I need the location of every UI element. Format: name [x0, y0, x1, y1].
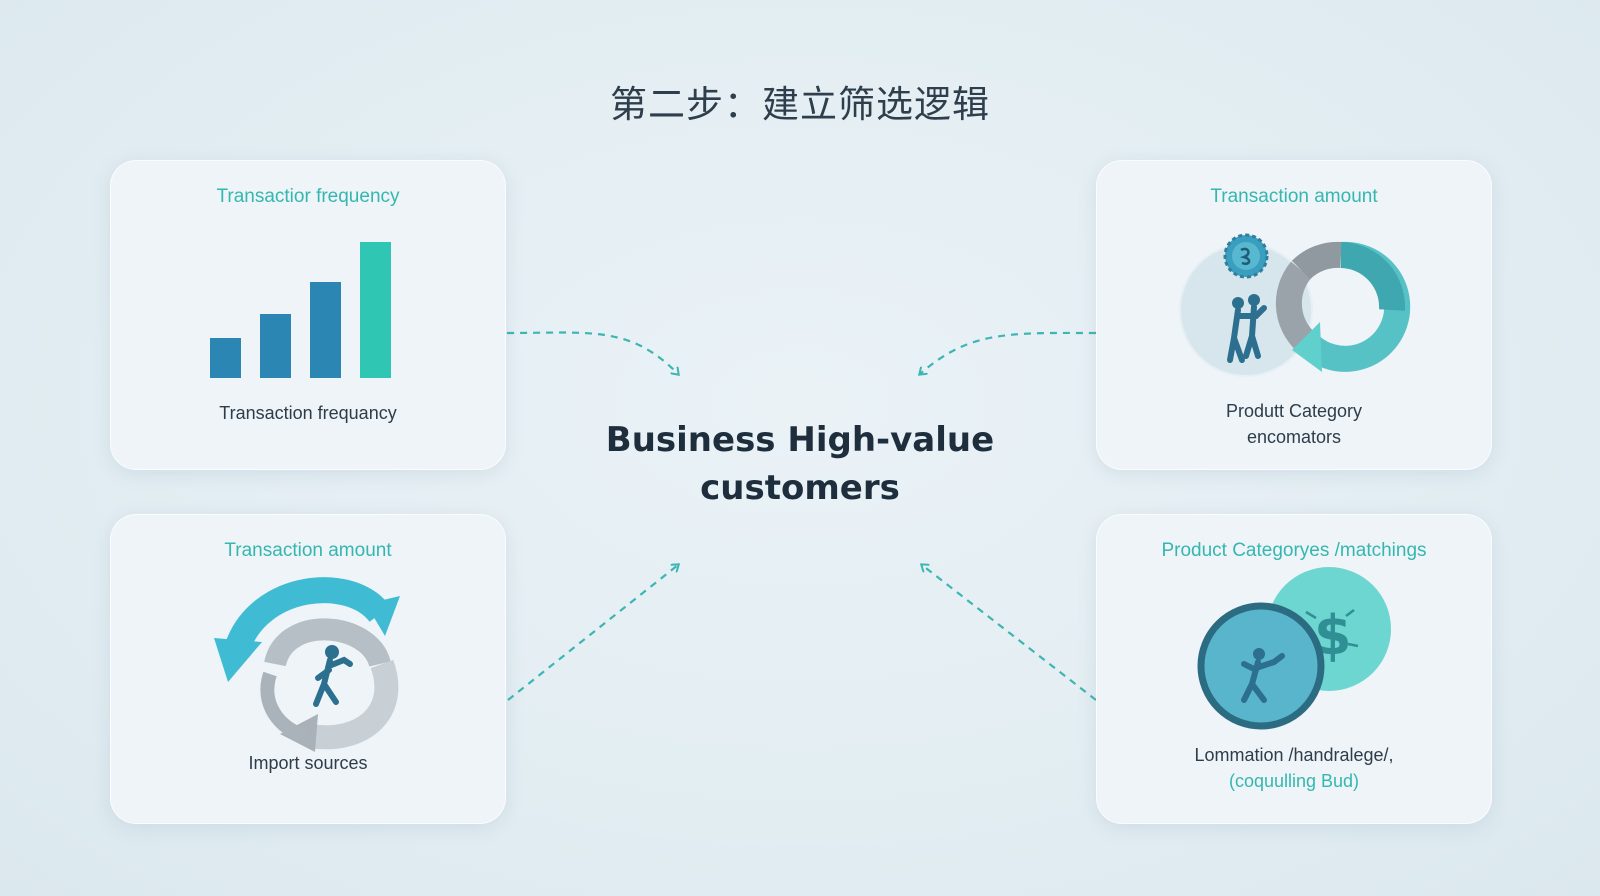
center-label-line1: Business High-value	[605, 420, 995, 460]
card-transaction-amount-right: Transaction amount Produtt Category enco…	[1096, 160, 1492, 470]
bar-1	[210, 338, 241, 378]
card-product-category-matchings: Product Categoryes /matchings $ Lommatio…	[1096, 514, 1492, 824]
center-label: Business High-value customers	[600, 416, 1000, 512]
bar-4	[360, 242, 391, 378]
donut-chart-people-icon	[1179, 233, 1411, 377]
cycle-arrows-person-icon	[214, 577, 400, 752]
center-label-line2: customers	[700, 468, 900, 508]
connector-bottom-right	[922, 565, 1097, 701]
bar-3	[310, 282, 341, 378]
card-caption: Transaction frequancy	[110, 400, 506, 426]
page-title: 第二步：建立筛选逻辑	[610, 83, 990, 126]
card-caption: Lommation /handralege/, (coquulling Bud)	[1096, 742, 1492, 794]
connector-bottom-left	[507, 565, 678, 701]
bar-chart-icon	[210, 242, 391, 378]
card-heading: Transaction amount	[1210, 186, 1378, 207]
card-caption-text: Import sources	[248, 753, 368, 773]
connector-top-left	[506, 331, 678, 374]
card-caption: Produtt Category encomators	[1096, 398, 1492, 450]
card-caption-line1: Produtt Category	[1225, 401, 1363, 421]
card-heading: Transaction amount	[224, 540, 392, 561]
card-transaction-frequency: Transactior frequency Transaction frequa…	[110, 160, 506, 470]
card-heading: Product Categoryes /matchings	[1161, 540, 1427, 561]
bar-2	[260, 314, 291, 378]
card-caption-line1: Lommation /handralege/,	[1194, 745, 1394, 765]
card-caption-line2: encomators	[1246, 427, 1342, 447]
connector-top-right	[920, 331, 1097, 374]
dollar-circles-person-icon: $	[1197, 567, 1391, 730]
card-caption: Import sources	[110, 750, 506, 776]
card-heading: Transactior frequency	[216, 186, 400, 207]
card-caption-line2: (coquulling Bud)	[1228, 771, 1360, 791]
card-transaction-amount-left: Transaction amount Import sources	[110, 514, 506, 824]
card-caption-text: Transaction frequancy	[219, 403, 397, 423]
